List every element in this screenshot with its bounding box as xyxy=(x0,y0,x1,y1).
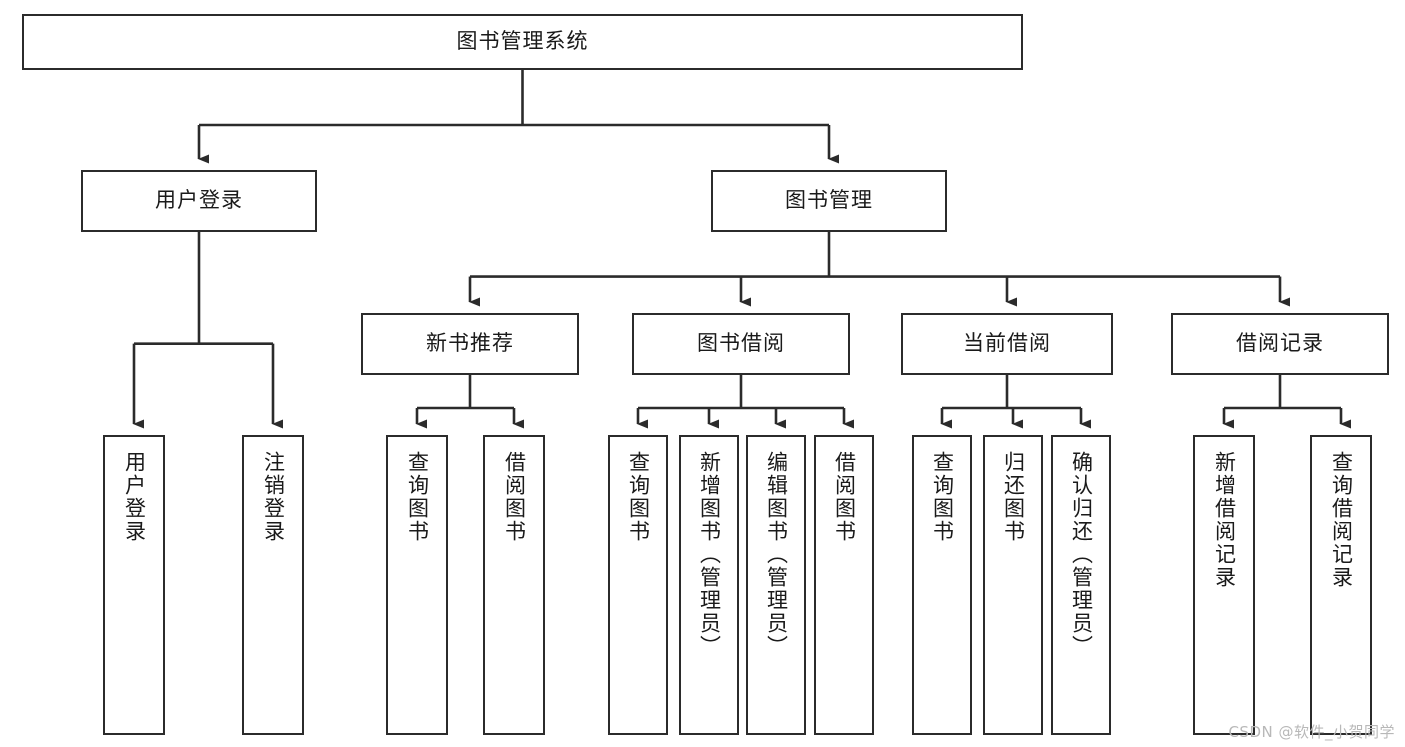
node-leaf-7[interactable]: 编辑图书（管理员） xyxy=(746,435,806,735)
root-node[interactable]: 图书管理系统 xyxy=(22,14,1023,70)
node-label: 当前借阅 xyxy=(963,331,1051,356)
node-leaf-10[interactable]: 归还图书 xyxy=(983,435,1043,735)
node-bookmgmt[interactable]: 图书管理 xyxy=(711,170,947,232)
node-leaf-2[interactable]: 注销登录 xyxy=(242,435,304,735)
node-label: 查询图书 xyxy=(405,451,430,543)
node-label: 注销登录 xyxy=(261,451,286,543)
node-label: 新增借阅记录 xyxy=(1212,451,1237,589)
node-leaf-6[interactable]: 新增图书（管理员） xyxy=(679,435,739,735)
node-leaf-3[interactable]: 查询图书 xyxy=(386,435,448,735)
node-label: 新书推荐 xyxy=(426,331,514,356)
node-leaf-1[interactable]: 用户登录 xyxy=(103,435,165,735)
node-leaf-11[interactable]: 确认归还（管理员） xyxy=(1051,435,1111,735)
node-label: 用户登录 xyxy=(155,188,243,213)
node-label: 图书管理系统 xyxy=(456,29,589,54)
node-borrow[interactable]: 图书借阅 xyxy=(632,313,850,375)
node-label: 新增图书（管理员） xyxy=(697,451,722,658)
node-label: 图书管理 xyxy=(785,188,873,213)
node-records[interactable]: 借阅记录 xyxy=(1171,313,1389,375)
node-leaf-9[interactable]: 查询图书 xyxy=(912,435,972,735)
node-leaf-4[interactable]: 借阅图书 xyxy=(483,435,545,735)
node-label: 确认归还（管理员） xyxy=(1069,451,1094,658)
node-label: 查询借阅记录 xyxy=(1329,451,1354,589)
node-label: 编辑图书（管理员） xyxy=(764,451,789,658)
node-current[interactable]: 当前借阅 xyxy=(901,313,1113,375)
node-label: 查询图书 xyxy=(626,451,651,543)
node-leaf-5[interactable]: 查询图书 xyxy=(608,435,668,735)
node-label: 查询图书 xyxy=(930,451,955,543)
node-leaf-13[interactable]: 查询借阅记录 xyxy=(1310,435,1372,735)
node-label: 借阅图书 xyxy=(832,451,857,543)
node-newbook[interactable]: 新书推荐 xyxy=(361,313,579,375)
node-label: 用户登录 xyxy=(122,451,147,543)
node-login[interactable]: 用户登录 xyxy=(81,170,317,232)
node-label: 归还图书 xyxy=(1001,451,1026,543)
node-leaf-12[interactable]: 新增借阅记录 xyxy=(1193,435,1255,735)
node-label: 借阅图书 xyxy=(502,451,527,543)
node-label: 图书借阅 xyxy=(697,331,785,356)
watermark: CSDN @软件_小贺同学 xyxy=(1228,723,1395,741)
node-label: 借阅记录 xyxy=(1236,331,1324,356)
node-leaf-8[interactable]: 借阅图书 xyxy=(814,435,874,735)
